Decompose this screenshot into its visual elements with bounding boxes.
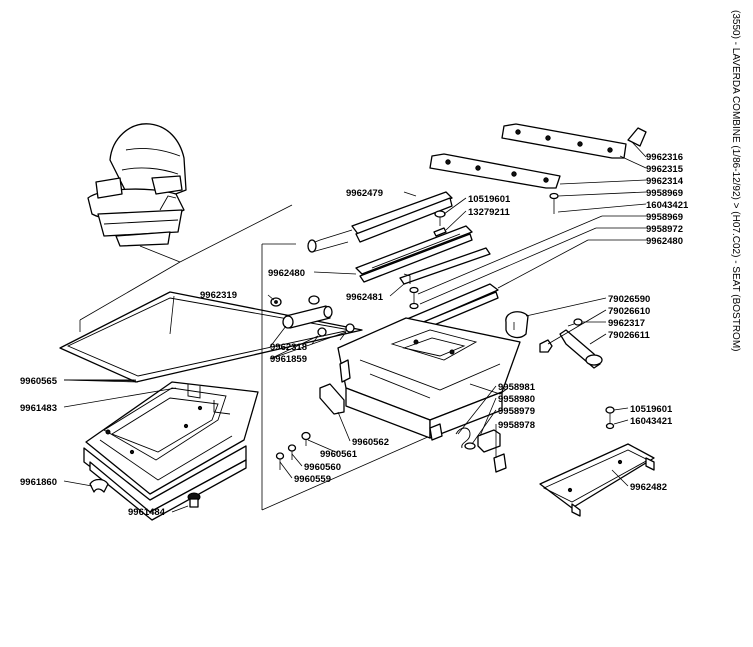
bracket-9960562 <box>319 383 345 415</box>
clip-9961860 <box>89 478 109 493</box>
label-9962481: 9962481 <box>346 292 384 303</box>
top-plate-9962315 <box>501 123 627 159</box>
bolt-10519601 <box>434 210 446 226</box>
label-13279211: 13279211 <box>468 207 510 218</box>
label-10519601-a: 10519601 <box>468 194 511 205</box>
label-9958981: 9958981 <box>498 382 536 393</box>
slide-rail-9962481 <box>399 247 491 285</box>
mounting-plate-9962482 <box>539 443 655 517</box>
page-title: (3550) - LAVERDA COMBINE (1/86-12/92) > … <box>730 10 741 352</box>
label-9962318: 9962318 <box>270 342 307 353</box>
suspension-mechanism <box>337 317 521 441</box>
bolt-10519601-b <box>605 406 615 430</box>
label-79026610: 79026610 <box>608 306 650 317</box>
label-9962482: 9962482 <box>630 482 667 493</box>
label-9961483: 9961483 <box>20 403 57 414</box>
label-9962314: 9962314 <box>646 176 684 187</box>
seat-base-pan-9961483 <box>83 381 259 521</box>
bolt-9960559 <box>275 452 285 470</box>
label-9960565: 9960565 <box>20 376 58 387</box>
label-9958979: 9958979 <box>498 406 535 417</box>
label-9960559: 9960559 <box>294 474 331 485</box>
label-9961860: 9961860 <box>20 477 57 488</box>
label-9962480-b: 9962480 <box>268 268 305 279</box>
bolt-9961859-b <box>311 327 327 345</box>
bolt-9961859-a <box>339 323 355 341</box>
label-9958969-b: 9958969 <box>646 212 683 223</box>
label-9962317: 9962317 <box>608 318 645 329</box>
label-9962316: 9962316 <box>646 152 683 163</box>
label-10519601-b: 10519601 <box>630 404 673 415</box>
top-plate-9962314 <box>429 153 561 189</box>
label-9962315: 9962315 <box>646 164 684 175</box>
nut-79026610 <box>539 339 553 353</box>
bolt-9960561 <box>301 431 311 446</box>
label-9961484: 9961484 <box>128 507 166 518</box>
label-9960561: 9960561 <box>320 449 358 460</box>
label-9958969-a: 9958969 <box>646 188 683 199</box>
label-79026590: 79026590 <box>608 294 650 305</box>
label-9960560: 9960560 <box>304 462 341 473</box>
label-16043421-b: 16043421 <box>630 416 673 427</box>
label-16043421-a: 16043421 <box>646 200 689 211</box>
bolt-9960560 <box>287 444 297 460</box>
label-79026611: 79026611 <box>608 330 650 341</box>
label-9958972: 9958972 <box>646 224 683 235</box>
bolt-9958969-top <box>549 192 559 214</box>
washer-13279211 <box>433 227 447 237</box>
baseline-line <box>261 435 431 511</box>
lever-79026611 <box>559 329 603 369</box>
switch-9958978 <box>493 453 507 473</box>
label-9962479: 9962479 <box>346 188 383 199</box>
cylinder-9962318 <box>282 305 333 329</box>
label-9958978: 9958978 <box>498 420 535 431</box>
washer-9962319-b <box>308 295 320 305</box>
leader-lines <box>63 141 647 513</box>
seat-overview-illustration <box>79 123 293 332</box>
label-9962480-a: 9962480 <box>646 236 683 247</box>
spring-9958981 <box>455 427 471 449</box>
slide-rail-9962479 <box>307 191 453 253</box>
slide-rail-9962480-left <box>355 225 473 283</box>
cap-9958979 <box>464 442 476 450</box>
switch-9958980 <box>477 429 501 453</box>
part-labels: 9962316 9962315 9962314 9958969 16043421… <box>20 152 689 518</box>
label-9960562: 9960562 <box>352 437 389 448</box>
knob-79026590 <box>505 311 529 339</box>
label-9958980: 9958980 <box>498 394 535 405</box>
bolt-9958969 <box>409 286 419 310</box>
knob-9961484 <box>187 492 201 508</box>
handle-cap-9962316 <box>627 127 647 147</box>
label-9961859: 9961859 <box>270 354 307 365</box>
label-9962319: 9962319 <box>200 290 237 301</box>
